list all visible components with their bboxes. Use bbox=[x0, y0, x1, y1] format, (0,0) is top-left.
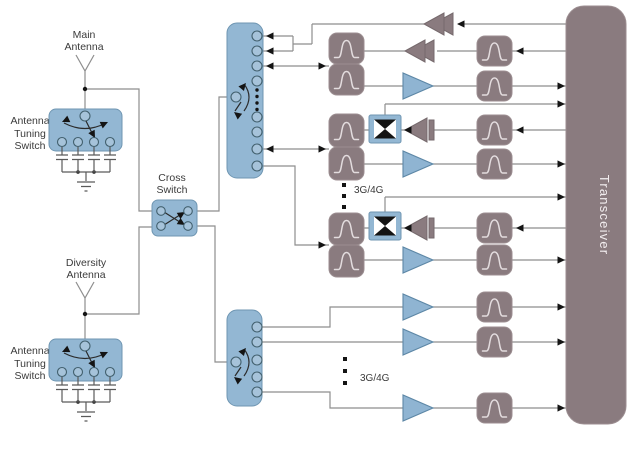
main-band-switch-fan bbox=[234, 83, 250, 112]
main-antenna: Main Antenna bbox=[64, 29, 103, 53]
power-amp-band2 bbox=[403, 117, 435, 143]
antenna-tuning-switch-main: Antenna Tuning Switch bbox=[10, 108, 123, 192]
transceiver-body bbox=[565, 5, 627, 425]
diversity-antenna-label-line2: Antenna bbox=[66, 269, 105, 281]
lna-div3 bbox=[402, 394, 435, 422]
filter-tx-row2 bbox=[476, 35, 513, 67]
diversity-band-switch-common bbox=[230, 356, 242, 368]
filter-div3 bbox=[476, 392, 513, 424]
filter-rx-band2 bbox=[476, 148, 513, 180]
power-amp-band3 bbox=[403, 215, 435, 241]
power-amp-row1 bbox=[422, 12, 454, 36]
lna-band3 bbox=[402, 246, 435, 274]
main-band-switch bbox=[226, 22, 264, 179]
filter-tx-band3 bbox=[476, 212, 513, 244]
ats2-label-line1: Antenna bbox=[10, 345, 49, 357]
diversity-antenna: Diversity Antenna bbox=[66, 257, 107, 281]
diversity-band-switch-fan bbox=[234, 348, 250, 377]
band-ellipsis-main: 3G/4G bbox=[342, 183, 384, 209]
transceiver-label: Transceiver bbox=[597, 175, 612, 256]
ats1-ground-icon bbox=[77, 181, 95, 192]
coupler-band3 bbox=[368, 211, 402, 241]
cross-switch-label-line1: Cross bbox=[158, 172, 185, 184]
lna-div2 bbox=[402, 328, 435, 356]
filter-div2 bbox=[476, 326, 513, 358]
ats2-label-line2: Tuning bbox=[14, 358, 46, 370]
filter-tx-band2 bbox=[476, 114, 513, 146]
transceiver: Transceiver bbox=[565, 5, 627, 425]
main-antenna-label-line2: Antenna bbox=[64, 41, 103, 53]
ats2-common-port bbox=[79, 340, 91, 352]
more-ports-ellipsis bbox=[255, 88, 259, 112]
transceiver-side-filters bbox=[476, 35, 513, 424]
filter-rx-band3 bbox=[476, 244, 513, 276]
duplexer-band1 bbox=[328, 32, 365, 96]
lna-band1 bbox=[402, 72, 435, 100]
ats2-ground-icon bbox=[77, 411, 95, 422]
duplexer-band3 bbox=[328, 212, 365, 278]
diversity-antenna-label-line1: Diversity bbox=[66, 257, 107, 269]
duplexer-band2 bbox=[328, 113, 365, 181]
ats2-label-line3: Switch bbox=[15, 370, 46, 382]
ats1-label-line2: Tuning bbox=[14, 128, 46, 140]
antenna-tuning-switch-diversity: Antenna Tuning Switch bbox=[10, 338, 123, 422]
ats1-label-line1: Antenna bbox=[10, 115, 49, 127]
power-amp-row2 bbox=[403, 39, 435, 63]
tech-label-diversity: 3G/4G bbox=[360, 373, 390, 384]
ats1-common-port bbox=[79, 110, 91, 122]
main-antenna-label-line1: Main bbox=[73, 29, 96, 41]
filter-div1 bbox=[476, 291, 513, 323]
main-band-switch-common bbox=[230, 91, 242, 103]
tech-label-main: 3G/4G bbox=[354, 185, 384, 196]
cross-switch: Cross Switch bbox=[151, 172, 198, 237]
filter-rx-band1 bbox=[476, 70, 513, 102]
ats1-label-line3: Switch bbox=[15, 140, 46, 152]
lna-band2 bbox=[402, 150, 435, 178]
diversity-band-switch bbox=[226, 309, 263, 407]
ats2-tuning-capacitors bbox=[56, 377, 116, 411]
band-ellipsis-diversity: 3G/4G bbox=[343, 357, 390, 385]
cross-switch-label-line2: Switch bbox=[157, 184, 188, 196]
ats1-tuning-capacitors bbox=[56, 147, 116, 181]
lna-div1 bbox=[402, 293, 435, 321]
coupler-band2 bbox=[368, 114, 402, 144]
rf-path-wiring bbox=[262, 23, 566, 409]
